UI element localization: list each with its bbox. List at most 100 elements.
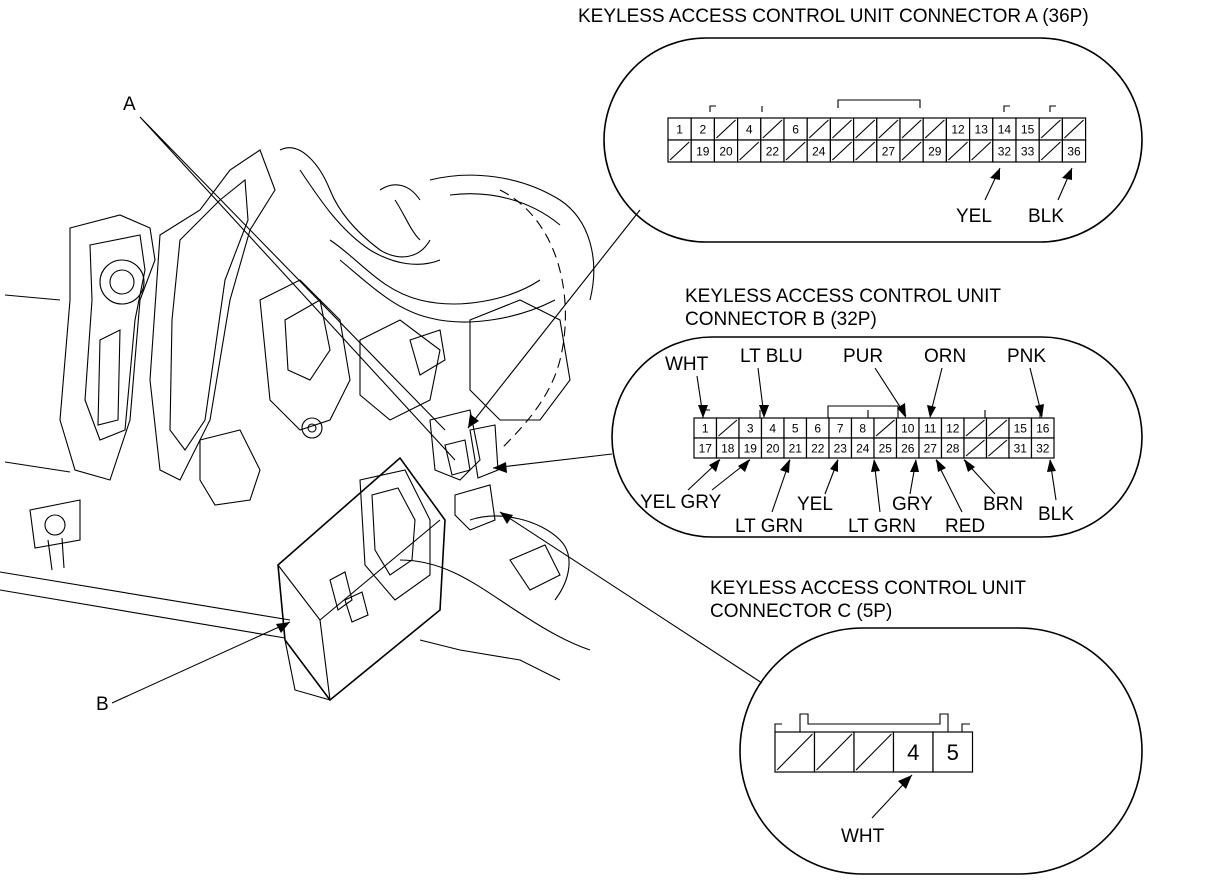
connector-b-pin-number: 10 [901,421,915,435]
connector-a-pin-empty-slash [669,141,690,161]
connector-b-wire-orn: ORN [924,346,966,367]
connector-b-pin-number: 7 [837,421,844,435]
connector-b-wire-gry: GRY [892,494,933,515]
dashboard-illustration [0,147,595,702]
connector-b-pin-number: 18 [721,441,735,455]
connector-b-pin-number: 3 [747,421,754,435]
connector-c-pin-empty-slash [855,733,892,771]
connector-c-title-line2: CONNECTOR C (5P) [710,601,892,622]
connector-a-pin-empty-slash [832,119,852,139]
callout-b-label: B [96,694,109,715]
connector-c-title-line1: KEYLESS ACCESS CONTROL UNIT [710,578,1026,599]
connector-a-pin-empty-slash [855,119,876,139]
connector-a-pin-empty-slash [1040,119,1061,139]
connector-b-pin-number: 11 [924,421,937,435]
connector-b-pin-number: 20 [766,441,780,455]
connector-a-pin-empty-slash [808,119,829,139]
connector-b-pin-number: 5 [792,421,799,435]
connector-a-pin-empty-slash [878,119,899,139]
connector-a-pin-number: 4 [746,122,753,136]
connector-b-pin-number: 19 [744,441,758,455]
connector-a-pin-empty-slash [762,119,783,139]
connector-c-pin-empty-slash [816,733,853,771]
connector-c-pin-cavity [932,731,974,773]
connector-a-pin-empty-slash [924,119,945,139]
connector-a-pin-number: 24 [812,144,826,158]
connector-a-wire-yel: YEL [956,206,992,227]
connector-a-pin-number: 20 [719,144,733,158]
connector-a-pin-number: 22 [766,144,780,158]
connector-a-pin-number: 15 [1021,122,1035,136]
connector-c-pin-number: 4 [907,740,919,765]
connector-b-pin-empty-slash [988,419,1008,437]
connector-b-pin-cavity [1030,437,1055,459]
connector-b-pin-number: 6 [814,421,821,435]
connector-c-pin-number: 5 [947,740,959,765]
connector-c: KEYLESS ACCESS CONTROL UNIT CONNECTOR C … [710,578,1143,875]
connector-b-wire-red: RED [945,516,985,537]
connector-b-pin-empty-slash [875,419,895,437]
connector-b-pin-number: 25 [879,441,893,455]
connector-a-pin-empty-slash [855,141,876,161]
connector-a-pin-number: 14 [998,122,1012,136]
connector-b-pin-empty-slash [965,419,985,437]
connector-b-title-line2: CONNECTOR B (32P) [685,309,877,330]
connector-b-wire-yel-gry: YEL GRY [640,492,722,513]
connector-a-pin-empty-slash [832,141,852,161]
connector-b-pin-number: 8 [859,421,866,435]
connector-b-pin-empty-slash [718,419,738,437]
connector-b-pin-number: 27 [924,441,938,455]
connector-a-title: KEYLESS ACCESS CONTROL UNIT CONNECTOR A … [578,6,1089,27]
connector-a-wire-blk: BLK [1028,206,1064,227]
connector-a-pin-number: 32 [998,144,1012,158]
connector-a-pin-empty-slash [901,119,922,139]
connector-b-wire-pur: PUR [843,346,883,367]
connector-b-wire-lt-grn-2: LT GRN [848,516,916,537]
connector-a-pin-number: 33 [1021,144,1035,158]
connector-b-pin-number: 17 [699,441,713,455]
connector-a-pin-number: 12 [951,122,965,136]
connector-b-pin-number: 4 [769,421,776,435]
connector-c-wire-wht: WHT [841,826,885,847]
connector-a-pin-number: 13 [975,122,989,136]
connector-b-wire-yel: YEL [797,494,833,515]
callout-a-label: A [123,94,136,115]
connector-b-wire-lt-grn-1: LT GRN [735,516,803,537]
connector-a-pin-number: 27 [882,144,896,158]
connector-b-pin-number: 16 [1036,421,1050,435]
connector-b-wire-blk: BLK [1038,504,1074,525]
connector-b-pin-empty-slash [988,439,1008,457]
connector-a-pin-empty-slash [948,141,968,161]
connector-a-pin-number: 29 [928,144,942,158]
connector-b-pin-number: 26 [901,441,915,455]
connector-a-pin-empty-slash [716,119,736,139]
connector-b-wire-pnk: PNK [1007,346,1046,367]
connector-b-pin-empty-slash [965,439,985,457]
connector-b-title-line1: KEYLESS ACCESS CONTROL UNIT [685,286,1001,307]
connector-a-pin-empty-slash [971,141,992,161]
connector-b-wire-wht: WHT [665,354,709,375]
connector-b-pin-number: 21 [789,441,803,455]
connector-b-pin-number: 28 [946,441,960,455]
connector-b-outline [611,336,1143,538]
connector-b-pin-number: 15 [1014,421,1028,435]
connector-a-pin-empty-slash [1064,119,1084,139]
connector-a-pin-empty-slash [785,141,806,161]
connector-c-pin-empty-slash [776,733,813,771]
connector-b: KEYLESS ACCESS CONTROL UNIT CONNECTOR B … [611,286,1143,538]
connector-a-pin-number: 19 [696,144,710,158]
connector-b-wire-brn: BRN [983,494,1023,515]
connector-b-wire-lt-blu: LT BLU [740,346,803,367]
connector-a-pin-cavity [1061,139,1087,163]
connector-a-pin-number: 36 [1067,144,1081,158]
connector-a-pin-empty-slash [739,141,760,161]
connector-a-pin-empty-slash [901,141,922,161]
connector-b-pin-number: 12 [946,421,960,435]
connector-a-pin-number: 2 [699,122,706,136]
connector-b-pin-number: 31 [1014,441,1028,455]
connector-a: KEYLESS ACCESS CONTROL UNIT CONNECTOR A … [578,6,1143,243]
connector-b-pin-number: 24 [856,441,870,455]
connector-c-outline [739,627,1143,875]
